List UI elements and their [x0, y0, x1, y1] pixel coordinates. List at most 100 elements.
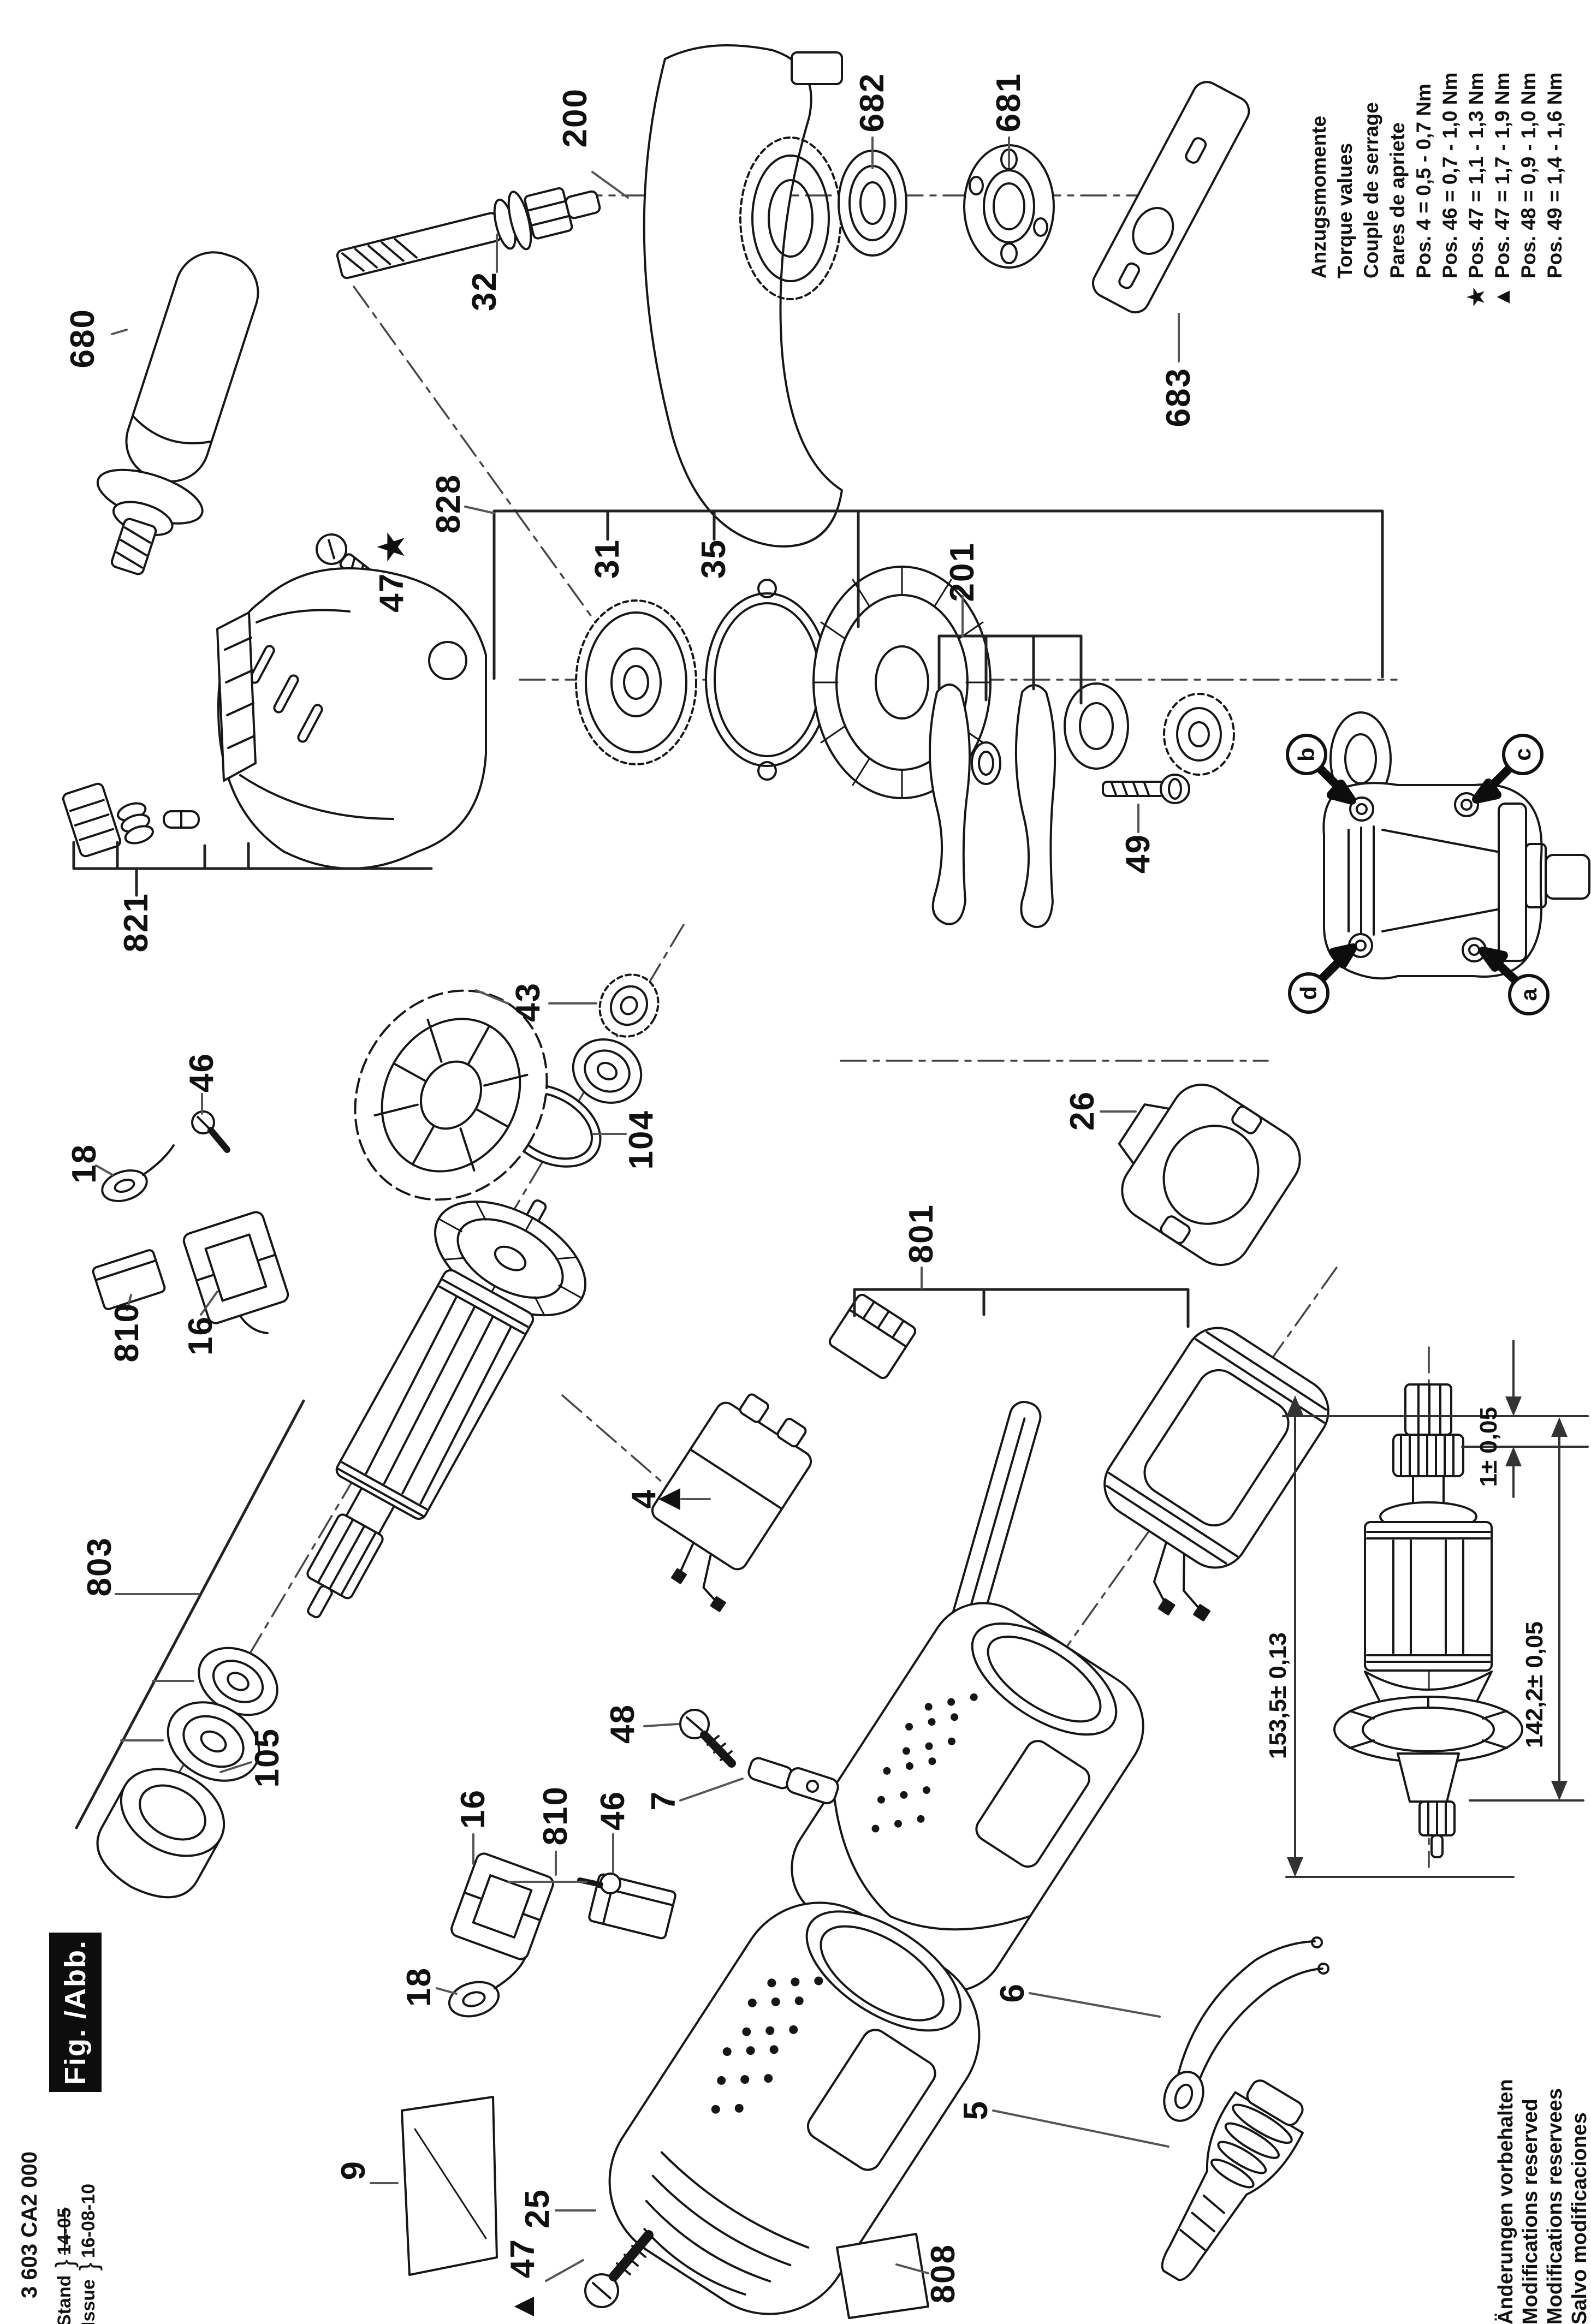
callout-47-triangle: ▲ 47	[504, 2238, 542, 2323]
ring-gear-31-drawing	[575, 599, 697, 765]
torque-row-text: Pos. 46 = 0,7 - 1,0 Nm	[1439, 72, 1461, 278]
stand-value: 14-05	[54, 2207, 75, 2255]
brush-holder-16a-drawing	[182, 1211, 289, 1334]
stand-brace: }	[50, 2259, 79, 2268]
gearbox-housing-drawing	[216, 567, 487, 870]
field-coil-801-drawing	[1103, 1327, 1329, 1621]
callout-104: 104	[622, 1110, 660, 1170]
terminal-block-drawing	[828, 1293, 917, 1380]
torque-row-text: Pos. 47 = 1,1 - 1,3 Nm	[1465, 72, 1487, 278]
callout-810-top: 810	[108, 1303, 146, 1363]
torque-row-text: Pos. 4 = 0,5 - 0,7 Nm	[1412, 84, 1435, 278]
callout-6: 6	[994, 1983, 1031, 2003]
armature-inset-drawing	[1333, 1383, 1523, 1858]
torque-row-triangle-marker: ▲	[1491, 286, 1515, 308]
callout-105: 105	[248, 1728, 286, 1788]
bearing-43-drawing	[572, 1038, 643, 1104]
clip-18b-drawing	[448, 1957, 526, 2018]
torque-row: Pos. 4 = 0,5 - 0,7 Nm	[1411, 15, 1437, 278]
brush-plate-26-drawing	[1118, 1083, 1301, 1267]
callout-18-bottom: 18	[400, 1967, 438, 2007]
screw-46b-drawing	[577, 1873, 621, 1894]
switch-4-drawing	[651, 1393, 812, 1612]
clip-18a-drawing	[101, 1144, 175, 1202]
torque-row: Pos. 46 = 0,7 - 1,0 Nm	[1437, 15, 1463, 278]
torque-table: Anzugsmomente Torque values Couple de se…	[1306, 15, 1568, 308]
callout-25: 25	[519, 2189, 556, 2228]
callout-683: 683	[1160, 367, 1197, 427]
sticker-808-drawing	[836, 2233, 929, 2319]
callout-821: 821	[117, 893, 155, 953]
part-number: 3 603 CA2 000	[17, 2151, 41, 2298]
callout-200: 200	[556, 88, 594, 148]
stand-row: Stand } 14-05	[50, 2184, 79, 2324]
inset-letter-c-text: c	[1510, 748, 1535, 761]
callout-810-bottom: 810	[537, 1786, 574, 1846]
figure-label-box: Fig. /Abb. 1	[49, 1933, 144, 2092]
callout-4-arrowhead	[658, 1488, 680, 1510]
group-brackets	[72, 509, 1384, 1829]
inset-letter-d: d	[1288, 972, 1329, 1014]
callout-680: 680	[64, 308, 102, 368]
brush-810a-drawing	[92, 1249, 166, 1310]
issue-label: Issue	[78, 2279, 99, 2324]
callout-801: 801	[903, 1204, 940, 1264]
dimension-lines	[1282, 1340, 1589, 1878]
leader-lines	[95, 136, 1180, 2282]
issue-brace: }	[74, 2262, 103, 2271]
inset-letter-b: b	[1286, 734, 1327, 775]
callout-46-top: 46	[183, 1053, 221, 1092]
screw-47-triangle-drawing	[584, 2230, 654, 2308]
inset-letter-d-text: d	[1296, 986, 1321, 1000]
stand-label: Stand	[54, 2275, 75, 2324]
screw-49-drawing	[1102, 774, 1190, 804]
sleeve-105-drawing	[96, 1768, 225, 1899]
callout-16-top: 16	[182, 1316, 219, 1356]
torque-row-text: Pos. 47 = 1,7 - 1,9 Nm	[1491, 72, 1513, 278]
screw-46a-drawing	[191, 1110, 230, 1153]
callout-26: 26	[1064, 1091, 1101, 1131]
cord-grommet-5-drawing	[1161, 2079, 1304, 2281]
torque-row: Pos. 49 = 1,4 - 1,6 Nm	[1542, 15, 1568, 278]
torque-header: Torque values	[1334, 142, 1356, 278]
callout-4: 4	[625, 1489, 663, 1509]
inset-letter-a: a	[1508, 974, 1550, 1015]
gear-housing-inset-drawing	[1315, 763, 1590, 986]
callout-46-bottom: 46	[594, 1791, 632, 1830]
inset-letter-a-text: a	[1516, 988, 1541, 1001]
sticker-9-drawing	[401, 2096, 498, 2276]
footer-note: Änderungen vorbehalten	[1494, 2079, 1517, 2324]
callout-7: 7	[645, 1791, 682, 1811]
bearing-105-drawing	[167, 1701, 260, 1782]
cable-clamp-7-drawing	[747, 1757, 839, 1804]
footer-note: Salvo modificaciones	[1568, 2112, 1591, 2324]
armature-803-drawing	[306, 1199, 587, 1619]
callout-47-star: 47 ★	[373, 531, 411, 613]
issue-value: 16-08-10	[78, 2184, 99, 2258]
torque-header: Anzugsmomente	[1308, 115, 1330, 278]
callout-43: 43	[509, 982, 547, 1022]
footer-note: Modifications reserved	[1519, 2099, 1542, 2324]
spindle-drawing	[336, 187, 601, 280]
inset-letter-b-text: b	[1293, 747, 1319, 762]
callout-18-top: 18	[66, 1144, 103, 1184]
callout-31: 31	[589, 539, 626, 579]
torque-row: ▲ Pos. 47 = 1,7 - 1,9 Nm	[1489, 15, 1516, 308]
callout-16-bottom: 16	[454, 1789, 492, 1829]
wire-clip-6-drawing	[1163, 1936, 1329, 2122]
issue-row: Issue } 16-08-10	[74, 2184, 103, 2324]
callout-681: 681	[990, 73, 1028, 133]
gasket-35-drawing	[705, 579, 829, 781]
side-handle-drawing	[96, 251, 259, 575]
motor-housing-25-drawing	[608, 1901, 981, 2315]
screw-48-drawing	[679, 1709, 736, 1768]
clamp-parts-drawing	[62, 782, 200, 858]
callout-32: 32	[466, 271, 503, 311]
callout-5: 5	[957, 2100, 995, 2120]
dimension-153: 153,5± 0,13	[1265, 1632, 1291, 1760]
footer-notes: Änderungen vorbehalten Modifications res…	[1494, 2052, 1591, 2324]
callout-9: 9	[335, 2160, 372, 2180]
callout-808: 808	[924, 2244, 962, 2304]
callout-682: 682	[853, 73, 891, 133]
